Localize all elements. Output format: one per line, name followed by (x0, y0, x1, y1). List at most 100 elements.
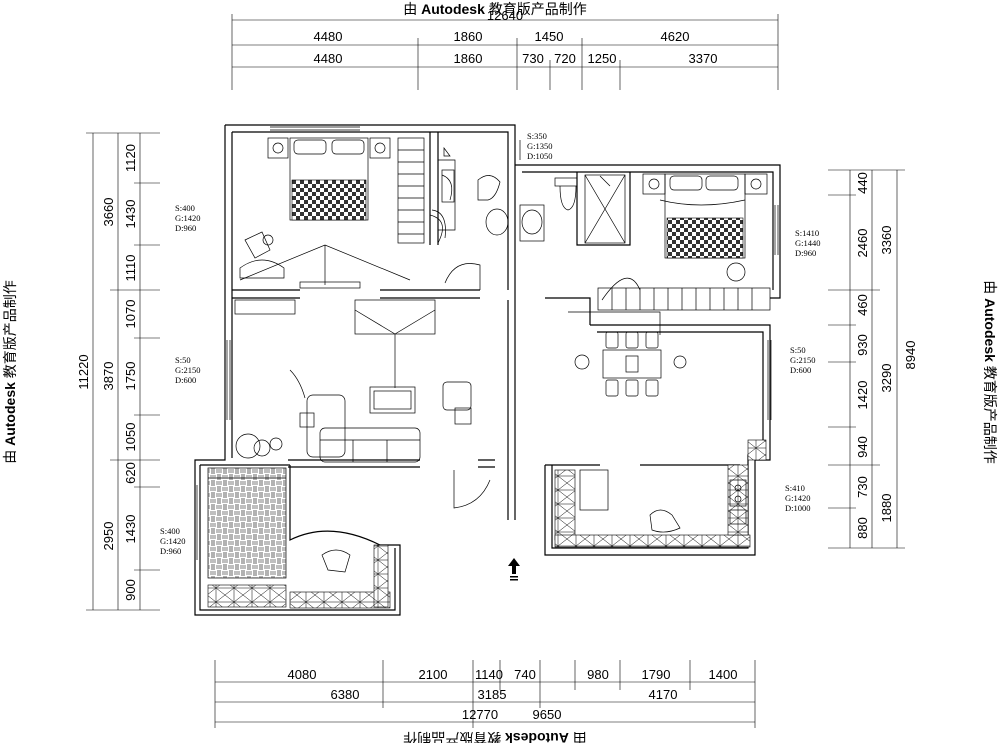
svg-text:D:960: D:960 (175, 223, 196, 233)
nightstand-right-b (744, 173, 768, 195)
dim-left-r2-5: 1050 (123, 423, 138, 452)
dim-top-r2-1: 1860 (454, 51, 483, 66)
counter-right (727, 464, 749, 536)
dresser-left (299, 281, 361, 289)
svg-text:G:1420: G:1420 (785, 493, 811, 503)
dim-top-r2-3: 720 (554, 51, 576, 66)
svg-text:G:2150: G:2150 (175, 365, 201, 375)
dining-chair (625, 379, 639, 397)
wardrobe-right (597, 287, 771, 311)
wardrobe-bottom (207, 584, 287, 608)
room-note-5: S:410 G:1420 D:1000 (785, 483, 811, 513)
dining-chair (645, 379, 659, 397)
watermark-right: 由 Autodesk 教育版产品制作 (982, 280, 998, 464)
svg-text:D:1000: D:1000 (785, 503, 811, 513)
dim-right-r1-2: 1880 (879, 494, 894, 523)
dim-top-r1-0: 4480 (314, 29, 343, 44)
dim-bottom-r3-1: 9650 (533, 707, 562, 722)
bedroom-bottom (207, 467, 391, 609)
coffee-table (369, 386, 416, 414)
entry-arrow-icon (508, 558, 520, 581)
dim-top-r1-3: 4620 (661, 29, 690, 44)
dim-left-r1-0: 3660 (101, 198, 116, 227)
dim-right-r1-0: 3360 (879, 226, 894, 255)
dining-chair (645, 331, 659, 349)
svg-text:G:1350: G:1350 (527, 141, 553, 151)
dim-bottom-r1-6: 1400 (709, 667, 738, 682)
top-dimensions: 12640 4480 1860 1450 4620 4480 1860 730 … (231, 8, 779, 90)
dining-room (568, 311, 687, 397)
watermark-bottom: 由 Autodesk 教育版产品制作 (403, 730, 587, 743)
dining-chair (605, 331, 619, 349)
side-table-left (299, 412, 315, 428)
dim-left-r2-6: 620 (123, 462, 138, 484)
chair-left (244, 231, 271, 259)
dim-left-r2-2: 1110 (123, 255, 138, 282)
bedroom-right (597, 173, 771, 311)
dim-left-r1-2: 2950 (101, 522, 116, 551)
svg-text:S:50: S:50 (790, 345, 806, 355)
sink-center (521, 209, 543, 235)
fridge (579, 469, 609, 511)
dim-top-r2-5: 3370 (689, 51, 718, 66)
dim-top-r1-1: 1860 (454, 29, 483, 44)
sink-kitchen (729, 509, 747, 525)
chair-kitchen (649, 509, 681, 533)
dim-left-r1-1: 3870 (101, 362, 116, 391)
room-note-1: S:350 G:1350 D:1050 (527, 131, 553, 161)
room-note-3: S:50 G:2150 D:600 (175, 355, 201, 385)
nightstand-right-a (642, 173, 666, 195)
toilet-left (477, 175, 501, 201)
svg-text:S:1410: S:1410 (795, 228, 819, 238)
dim-bottom-r1-5: 1790 (642, 667, 671, 682)
side-table-right (454, 407, 472, 425)
stove (729, 479, 747, 507)
dim-right-r2-4: 1420 (855, 381, 870, 410)
doors (429, 140, 521, 509)
svg-text:G:1420: G:1420 (175, 213, 201, 223)
kitchen (554, 439, 767, 548)
tv-cabinet (234, 299, 296, 315)
dining-chair (625, 331, 639, 349)
dim-left-r2-0: 1120 (123, 144, 138, 172)
bottom-dimensions: 4080 2100 1140 740 980 1790 1400 6380 31… (214, 660, 756, 728)
svg-text:D:1050: D:1050 (527, 151, 553, 161)
room-note-2: S:1410 G:1440 D:960 (795, 228, 821, 258)
svg-text:D:960: D:960 (160, 546, 181, 556)
dim-bottom-r1-3: 740 (514, 667, 536, 682)
svg-text:S:410: S:410 (785, 483, 805, 493)
chair-bottom (321, 549, 351, 573)
left-dimensions: 11220 3660 3870 2950 1120 1430 1110 1070… (76, 132, 160, 611)
dim-bottom-r2-1: 3185 (478, 687, 507, 702)
dim-right-r2-2: 460 (855, 294, 870, 316)
svg-text:S:400: S:400 (160, 526, 180, 536)
dim-bottom-r1-2: 1140 (475, 667, 503, 682)
shelf-bottom (373, 544, 389, 608)
windows (196, 126, 779, 560)
dim-right-r1-1: 3290 (879, 364, 894, 393)
dining-chair (605, 379, 619, 397)
dim-top-r2-0: 4480 (314, 51, 343, 66)
dim-left-r2-4: 1750 (123, 362, 138, 391)
sofa (319, 427, 421, 463)
svg-text:G:1440: G:1440 (795, 238, 821, 248)
right-dimensions: 8940 3360 3290 1880 440 2460 460 930 142… (828, 169, 918, 549)
bathroom-left (431, 146, 545, 242)
dining-table (602, 349, 662, 379)
dim-left-r2-3: 1070 (123, 300, 138, 329)
nightstand-left (267, 137, 289, 159)
dim-bottom-r2-0: 6380 (331, 687, 360, 702)
watermark-top: 由 Autodesk 教育版产品制作 (403, 1, 587, 17)
svg-text:S:50: S:50 (175, 355, 191, 365)
counter-bottom (554, 534, 751, 548)
bathroom-right (554, 174, 626, 244)
room-note-0: S:400 G:1420 D:960 (175, 203, 201, 233)
armchair-right (442, 381, 472, 411)
dim-left-overall: 11220 (76, 354, 91, 389)
room-note-6: S:400 G:1420 D:960 (160, 526, 186, 556)
room-note-4: S:50 G:2150 D:600 (790, 345, 816, 375)
plant-icon (235, 433, 261, 459)
desk-bottom (289, 591, 391, 609)
dim-top-overall: 12640 (487, 8, 523, 23)
